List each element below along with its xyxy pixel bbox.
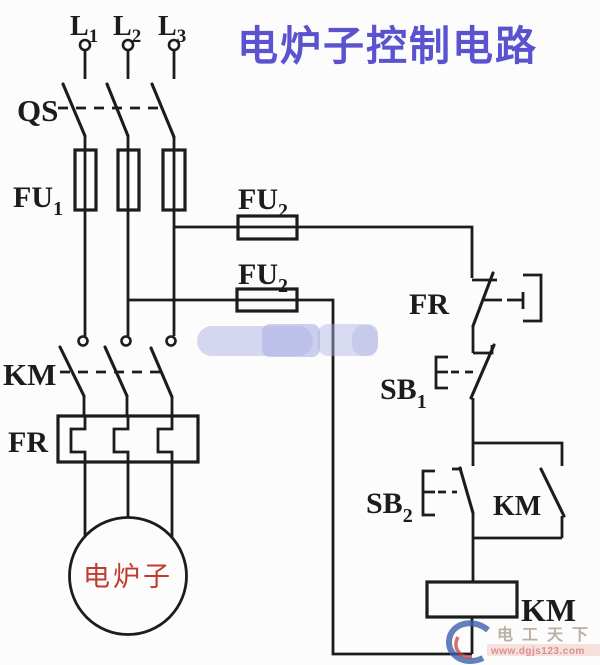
label-fr-main: FR xyxy=(8,426,48,459)
blur-blob-3 xyxy=(318,324,378,356)
label-km-aux: KM xyxy=(493,491,541,522)
watermark-logo-accent xyxy=(454,636,473,659)
fr-contact-blade xyxy=(471,271,495,328)
km-blade-1 xyxy=(58,345,86,398)
label-km-main: KM xyxy=(3,357,56,392)
label-qs: QS xyxy=(17,93,58,128)
page-title: 电炉子控制电路 xyxy=(237,22,538,70)
label-l2: L2 xyxy=(113,11,141,47)
km-contact-terminal-2 xyxy=(120,335,132,347)
label-km-coil: KM xyxy=(521,592,576,628)
km-aux-blade xyxy=(539,467,566,518)
sb2-blade xyxy=(458,466,475,515)
fr-trip-bracket xyxy=(516,273,543,323)
sb1-actuator xyxy=(434,355,448,390)
label-l3: L3 xyxy=(158,11,186,47)
wire-control-top xyxy=(174,225,474,278)
watermark-brand-text: 电工天下 xyxy=(497,625,597,644)
fr-heater-3 xyxy=(156,416,174,462)
blur-blob-2 xyxy=(262,324,320,357)
watermark-url-band xyxy=(487,644,600,656)
label-fu1: FU1 xyxy=(13,181,63,220)
fuse-fu2-top xyxy=(236,214,299,241)
fuse-fu2-bottom xyxy=(235,287,299,313)
sb2-actuator xyxy=(421,469,435,517)
km-contact-terminal-3 xyxy=(165,335,177,347)
fuse-fu1-3 xyxy=(161,148,187,212)
label-fu2-bottom: FU2 xyxy=(238,258,288,297)
qs-blade-2 xyxy=(105,82,130,138)
blur-blob-4 xyxy=(352,325,378,356)
km-contact-terminal-1 xyxy=(77,335,89,347)
km-aux-branch-top xyxy=(473,441,564,466)
label-l1: L1 xyxy=(70,11,98,47)
fuse-fu1-2 xyxy=(116,148,141,212)
qs-blade-3 xyxy=(150,82,176,139)
furnace-label: 电炉子 xyxy=(83,562,173,593)
wiring-group xyxy=(56,38,566,656)
watermark-url-text: www.dgjs123.com xyxy=(490,646,585,657)
label-sb2: SB2 xyxy=(366,487,413,527)
site-watermark: 电工天下 www.dgjs123.com xyxy=(446,620,600,664)
sb1-blade xyxy=(469,343,496,400)
qs-blade-1 xyxy=(61,82,87,138)
furnace-circle xyxy=(68,516,188,636)
label-fr-control: FR xyxy=(409,288,449,321)
watermark-logo-icon xyxy=(446,620,490,664)
wire-control-return xyxy=(128,298,472,656)
fuse-fu1-1 xyxy=(73,148,98,212)
label-fu2-top: FU2 xyxy=(238,183,288,222)
fr-heater-1 xyxy=(69,416,87,462)
fr-heater-2 xyxy=(112,416,130,462)
blur-watermark xyxy=(197,324,378,357)
km-blade-3 xyxy=(149,346,174,399)
label-sb1: SB1 xyxy=(380,373,427,413)
